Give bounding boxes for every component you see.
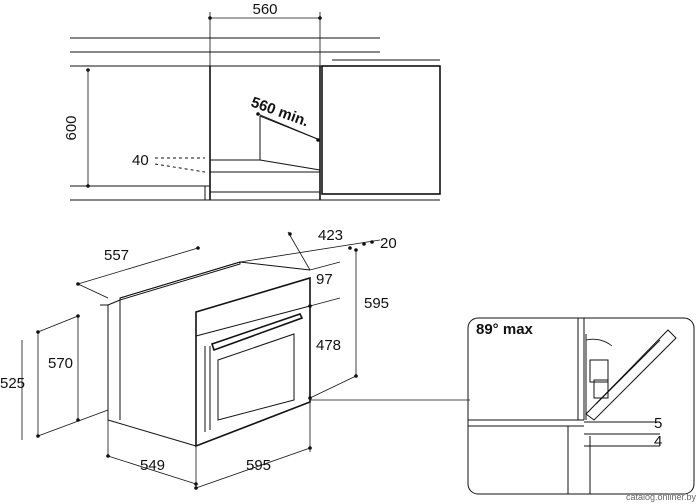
body-height-525-label: 525 bbox=[0, 375, 25, 392]
door-detail-box bbox=[467, 317, 695, 495]
panel-height-97-label: 97 bbox=[316, 271, 333, 288]
body-depth-549-label: 549 bbox=[140, 457, 165, 474]
front-height-595-label: 595 bbox=[364, 295, 389, 312]
gap-5-label: 5 bbox=[654, 415, 662, 432]
door-angle-label: 89° max bbox=[476, 321, 534, 338]
oven-depth-423-label: 423 bbox=[318, 227, 343, 244]
niche-depth-label: 560 min. bbox=[249, 94, 311, 131]
body-height-570-label: 570 bbox=[48, 355, 73, 372]
front-offset-20-label: 20 bbox=[380, 235, 397, 252]
gap-4-label: 4 bbox=[654, 433, 662, 450]
cabinet-niche-drawing bbox=[70, 12, 441, 201]
niche-height-label: 600 bbox=[63, 115, 80, 140]
oven-depth-557-label: 557 bbox=[104, 247, 129, 264]
watermark: catalog.onliner.by bbox=[626, 492, 697, 502]
door-height-478-label: 478 bbox=[316, 337, 341, 354]
niche-width-label: 560 bbox=[252, 1, 277, 18]
front-width-595-label: 595 bbox=[246, 457, 271, 474]
vent-label: 40 bbox=[132, 152, 149, 169]
oven-drawing bbox=[21, 231, 470, 490]
